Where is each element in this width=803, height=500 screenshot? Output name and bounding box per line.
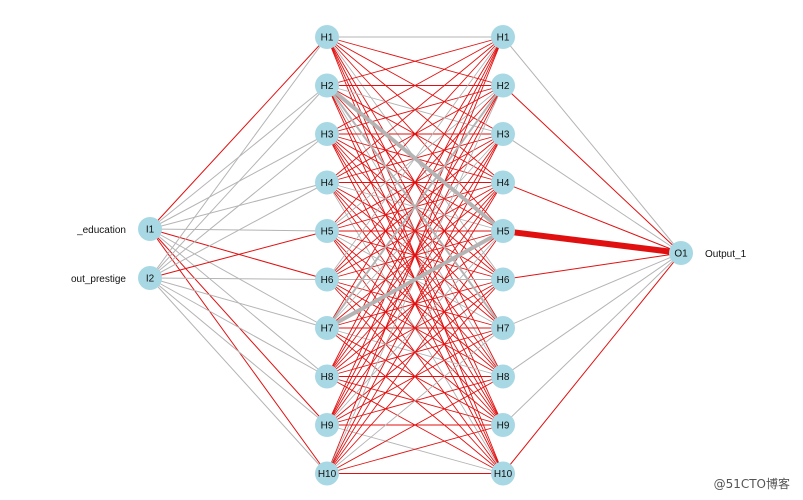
hidden2-node-h10 <box>491 461 515 486</box>
edge-I2-H8 <box>149 277 328 377</box>
watermark-text: @51CTO博客 <box>714 476 790 491</box>
edge-H9-O1 <box>502 252 682 426</box>
hidden2-node-h3-label: H3 <box>497 130 510 141</box>
edge-l1-H9-l2-H1 <box>326 36 504 426</box>
hidden1-node-h7 <box>315 316 339 340</box>
output-name-o1: Output_1 <box>705 249 747 260</box>
input-node-i1 <box>138 217 162 241</box>
hidden2-node-h2 <box>491 73 515 98</box>
edge-l1-H3-l2-H1 <box>326 36 504 135</box>
hidden2-node-h5-label: H5 <box>497 227 510 238</box>
output-node-o1 <box>669 241 693 265</box>
nodes-layer <box>138 25 693 486</box>
hidden2-node-h1 <box>491 25 515 49</box>
hidden1-node-h5-label: H5 <box>321 227 334 238</box>
edge-l1-H5-l2-H1 <box>326 36 504 232</box>
hidden1-node-h2 <box>315 73 339 98</box>
edge-H4-O1 <box>502 182 682 254</box>
edge-l1-H10-l2-H3 <box>326 133 504 474</box>
hidden1-node-h6-label: H6 <box>321 275 334 286</box>
edge-I2-H6 <box>149 277 328 280</box>
hidden2-node-h6 <box>491 267 515 292</box>
hidden1-node-h5 <box>315 219 339 243</box>
hidden1-node-h2-label: H2 <box>321 81 334 92</box>
hidden1-node-h6 <box>315 267 339 292</box>
hidden2-node-h4 <box>491 170 515 195</box>
edge-l1-H10-l2-H6 <box>326 279 504 474</box>
edge-H7-O1 <box>502 252 682 329</box>
edge-I2-H10 <box>149 277 328 474</box>
hidden1-node-h9 <box>315 413 339 437</box>
edge-H1-O1 <box>502 36 682 254</box>
input-name-i1: _education <box>76 225 126 236</box>
hidden2-node-h9 <box>491 413 515 437</box>
edge-I1-H1 <box>149 36 328 230</box>
edge-l1-H10-l2-H9 <box>326 424 504 474</box>
edge-I2-H4 <box>149 182 328 279</box>
input-name-i2: out_prestige <box>71 274 126 285</box>
edge-l1-H10-l2-H5 <box>326 230 504 474</box>
hidden2-node-h8-label: H8 <box>497 372 510 383</box>
edge-I2-H2 <box>149 85 328 279</box>
edge-I2-H7 <box>149 277 328 329</box>
edge-thick-H2-H5 <box>325 83 505 233</box>
hidden1-node-h8-label: H8 <box>321 372 334 383</box>
output-node-o1-label: O1 <box>674 249 688 260</box>
edge-H8-O1 <box>502 252 682 377</box>
hidden2-node-h3 <box>491 122 515 146</box>
edge-l1-H10-l2-H4 <box>326 182 504 474</box>
hidden2-node-h1-label: H1 <box>497 33 510 44</box>
edge-H5-O1 <box>500 228 684 256</box>
hidden1-node-h9-label: H9 <box>321 421 334 432</box>
input-node-i2-label: I2 <box>146 274 155 285</box>
hidden1-node-h10-label: H10 <box>318 469 337 480</box>
hidden2-node-h10-label: H10 <box>494 469 513 480</box>
edge-l1-H10-l2-H1 <box>326 36 504 474</box>
hidden2-node-h2-label: H2 <box>497 81 510 92</box>
edge-H6-O1 <box>502 252 682 280</box>
input-node-i1-label: I1 <box>146 225 155 236</box>
hidden2-node-h9-label: H9 <box>497 421 510 432</box>
hidden1-node-h4-label: H4 <box>321 178 334 189</box>
edge-l1-H2-l2-H1 <box>326 36 504 86</box>
edge-I2-H9 <box>149 277 328 426</box>
edge-thick-H7-H5 <box>325 229 505 330</box>
hidden1-node-h7-label: H7 <box>321 324 334 335</box>
edge-l1-H7-l2-H1 <box>326 36 504 329</box>
hidden1-node-h10 <box>315 461 339 486</box>
edge-thick-H7-H2 <box>326 84 504 329</box>
edge-I2-H5 <box>149 230 328 279</box>
hidden1-node-h3-label: H3 <box>321 130 334 141</box>
edge-l1-H10-l2-H7 <box>326 327 504 474</box>
hidden1-node-h4 <box>315 170 339 195</box>
edges-layer <box>149 36 684 474</box>
edge-H3-O1 <box>502 133 682 254</box>
hidden1-node-h3 <box>315 122 339 146</box>
edge-l1-H4-l2-H1 <box>326 36 504 183</box>
hidden2-node-h7-label: H7 <box>497 324 510 335</box>
hidden2-node-h4-label: H4 <box>497 178 510 189</box>
edge-I2-H1 <box>149 36 328 279</box>
hidden2-node-h8 <box>491 364 515 389</box>
hidden2-node-h6-label: H6 <box>497 275 510 286</box>
hidden1-node-h8 <box>315 364 339 389</box>
hidden1-node-h1-label: H1 <box>321 33 334 44</box>
edge-H2-O1 <box>502 85 682 254</box>
hidden2-node-h5 <box>491 219 515 243</box>
input-node-i2 <box>138 266 162 290</box>
edge-l1-H10-l2-H8 <box>326 376 504 474</box>
edge-I2-H3 <box>149 133 328 279</box>
edge-H10-O1 <box>502 252 682 474</box>
hidden1-node-h1 <box>315 25 339 49</box>
hidden2-node-h7 <box>491 316 515 340</box>
